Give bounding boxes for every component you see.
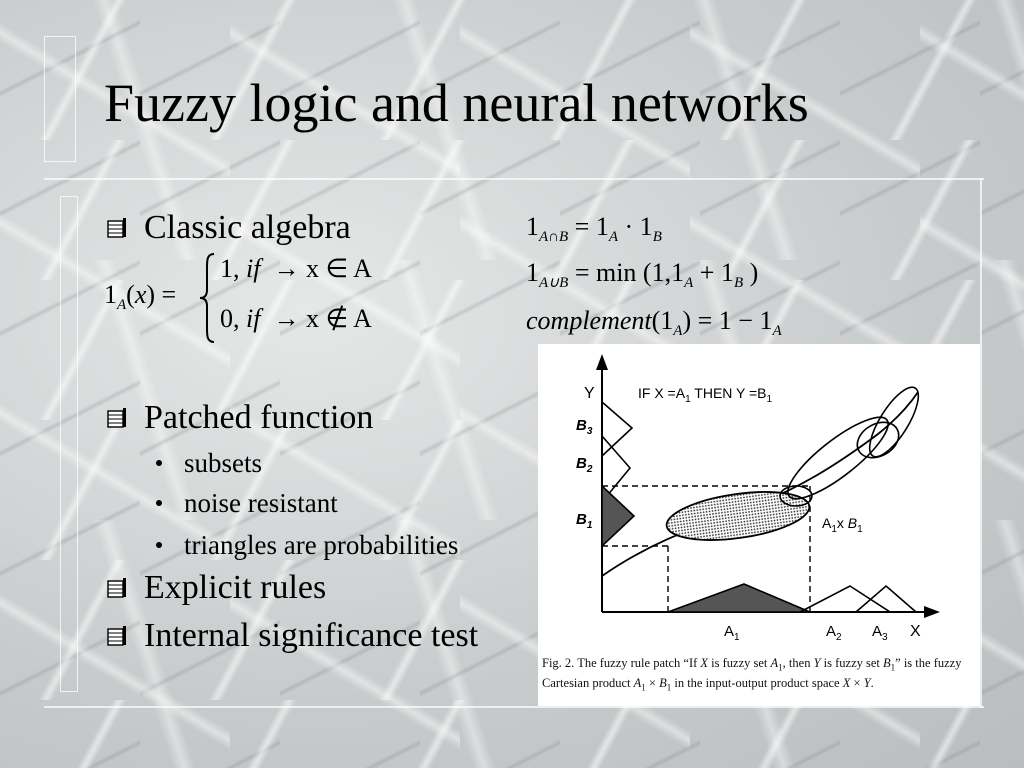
case2-if: if xyxy=(246,304,261,333)
subitem-triangles: triangles are probabilities xyxy=(156,528,458,562)
complement-sub-a: A xyxy=(673,323,683,339)
paren-open: ( xyxy=(126,280,135,309)
bullet-patched-function: Patched function xyxy=(104,398,373,438)
intersection-rhs: = 1 xyxy=(574,212,609,241)
b3-membership-triangle xyxy=(601,401,634,457)
fuzzy-rule-patch-figure: Y X IF X =A1 THEN Y =B1 B3 B2 B1 A1 A2 A… xyxy=(538,344,980,706)
x-axis-label: X xyxy=(910,623,921,640)
complement-word: complement xyxy=(526,306,652,335)
a2-membership-triangle xyxy=(799,585,891,613)
rule-patch-5 xyxy=(779,485,813,507)
lhs-one: 1 xyxy=(104,280,117,309)
bullet-label: Classic algebra xyxy=(144,209,351,246)
b1-label: B1 xyxy=(576,511,593,531)
bullet-significance-test: Internal significance test xyxy=(104,616,478,656)
complement-open: (1 xyxy=(651,306,674,335)
paren-close-eq: ) = xyxy=(146,280,177,309)
divider-top xyxy=(44,178,984,180)
lhs-arg: x xyxy=(134,280,147,309)
sub-bullet-dot xyxy=(156,460,162,466)
b3-label: B3 xyxy=(576,417,593,437)
bullet-label: Patched function xyxy=(144,399,374,436)
y-axis-arrow-icon xyxy=(596,354,608,370)
bullet-icon xyxy=(107,626,126,646)
sub-bullet-dot xyxy=(156,542,162,548)
a2-label: A2 xyxy=(826,623,842,643)
indicator-case-2: 0, if → x ∉ A xyxy=(220,304,372,334)
indicator-formula-lhs: 1A(x) = xyxy=(104,280,176,314)
intersection-formula: 1A∩B = 1A · 1B xyxy=(526,212,662,245)
union-mid: + 1 xyxy=(693,258,734,287)
case1-if: if xyxy=(246,254,261,283)
intersection-sub-b: B xyxy=(652,229,662,245)
case1-value: 1, xyxy=(220,254,246,283)
b2-label: B2 xyxy=(576,455,593,475)
indicator-case-1: 1, if → x ∈ A xyxy=(220,254,372,284)
figure-caption: Fig. 2. The fuzzy rule patch “If X is fu… xyxy=(542,656,962,692)
product-label: A1x B1 xyxy=(822,515,863,535)
sub-bullet-dot xyxy=(156,500,162,506)
bullet-icon xyxy=(107,408,126,428)
union-sub-b: B xyxy=(733,275,744,291)
union-close: ) xyxy=(743,258,759,287)
subitem-subsets: subsets xyxy=(156,446,262,480)
subitem-noise-resistant: noise resistant xyxy=(156,486,338,520)
rule-patch-a1-b1 xyxy=(665,491,811,541)
a1-label: A1 xyxy=(724,623,740,643)
lhs-sub: A xyxy=(117,297,127,313)
union-sub-a: A xyxy=(684,275,694,291)
title-frame-left xyxy=(44,36,76,162)
divider-bottom xyxy=(44,706,984,708)
a3-label: A3 xyxy=(872,623,888,643)
x-axis-arrow-icon xyxy=(924,606,940,618)
bullet-icon xyxy=(107,578,126,598)
bullet-classic-algebra: Classic algebra xyxy=(104,208,351,248)
bullet-label: Explicit rules xyxy=(144,569,327,606)
intersection-sub: A∩B xyxy=(539,229,569,245)
union-formula: 1A∪B = min (1,1A + 1B ) xyxy=(526,258,759,291)
case2-cond: → x ∉ A xyxy=(273,304,372,333)
rule-patch-4 xyxy=(856,421,900,459)
body-frame-left xyxy=(60,196,78,692)
union-rhs: = min (1,1 xyxy=(574,258,685,287)
intersection-sub-a: A xyxy=(608,229,619,245)
a3-membership-triangle xyxy=(855,584,917,613)
rule-patch-2 xyxy=(787,416,889,500)
divider-right xyxy=(980,178,982,708)
rule-text: IF X =A1 THEN Y =B1 xyxy=(638,385,773,405)
subitem-label: triangles are probabilities xyxy=(184,530,459,560)
a1-membership-triangle xyxy=(667,583,811,613)
case1-cond: → x ∈ A xyxy=(273,254,372,283)
intersection-mid: · 1 xyxy=(618,212,653,241)
b1-membership-triangle xyxy=(601,484,636,548)
bullet-icon xyxy=(107,218,126,238)
bullet-explicit-rules: Explicit rules xyxy=(104,568,326,608)
y-axis-label: Y xyxy=(584,385,595,402)
figure-diagram: Y X IF X =A1 THEN Y =B1 B3 B2 B1 A1 A2 A… xyxy=(576,354,940,643)
slide-title: Fuzzy logic and neural networks xyxy=(104,73,809,133)
case2-value: 0, xyxy=(220,304,246,333)
subitem-label: noise resistant xyxy=(184,488,338,518)
complement-formula: complement(1A) = 1 − 1A xyxy=(526,306,782,340)
b2-membership-triangle xyxy=(601,435,632,503)
indicator-brace xyxy=(199,253,215,343)
union-sub: A∪B xyxy=(539,275,569,291)
complement-sub-b: A xyxy=(772,323,782,339)
bullet-label: Internal significance test xyxy=(144,617,479,654)
complement-rest: ) = 1 − 1 xyxy=(682,306,773,335)
rule-patch-3 xyxy=(868,386,920,458)
subitem-label: subsets xyxy=(184,448,263,478)
